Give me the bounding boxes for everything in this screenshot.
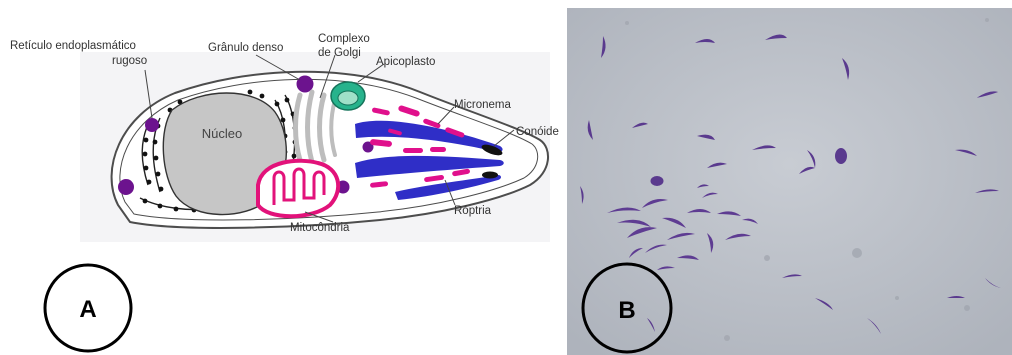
panel-b-letter: B xyxy=(618,297,635,324)
micrograph-image: B xyxy=(567,8,1012,355)
label-complexo-golgi-line2: de Golgi xyxy=(318,47,361,59)
label-roptria: Róptria xyxy=(454,205,492,217)
parasite xyxy=(651,176,664,186)
label-reticulo-line2: rugoso xyxy=(112,55,147,67)
label-granulo-denso: Grânulo denso xyxy=(208,42,283,54)
panel-b-micrograph: B xyxy=(567,8,1012,355)
label-complexo-golgi-line1: Complexo xyxy=(318,33,370,45)
parasite xyxy=(835,148,847,164)
label-nucleo: Núcleo xyxy=(202,126,242,141)
label-mitocondria: Mitocôndria xyxy=(290,222,350,234)
conoid-lower xyxy=(482,172,498,179)
panel-a-marker: A xyxy=(45,265,131,351)
panel-a-letter: A xyxy=(79,296,96,323)
mitochondrion xyxy=(258,161,338,216)
label-reticulo-line1: Retículo endoplasmático xyxy=(10,40,136,52)
cell-diagram: Núcleo xyxy=(0,0,565,355)
label-apicoplasto: Apicoplasto xyxy=(376,56,435,68)
panel-a-diagram: Núcleo xyxy=(0,0,565,355)
apicoplast xyxy=(331,82,365,110)
label-conoide: Conóide xyxy=(516,126,559,138)
label-micronema: Micronema xyxy=(454,99,511,111)
